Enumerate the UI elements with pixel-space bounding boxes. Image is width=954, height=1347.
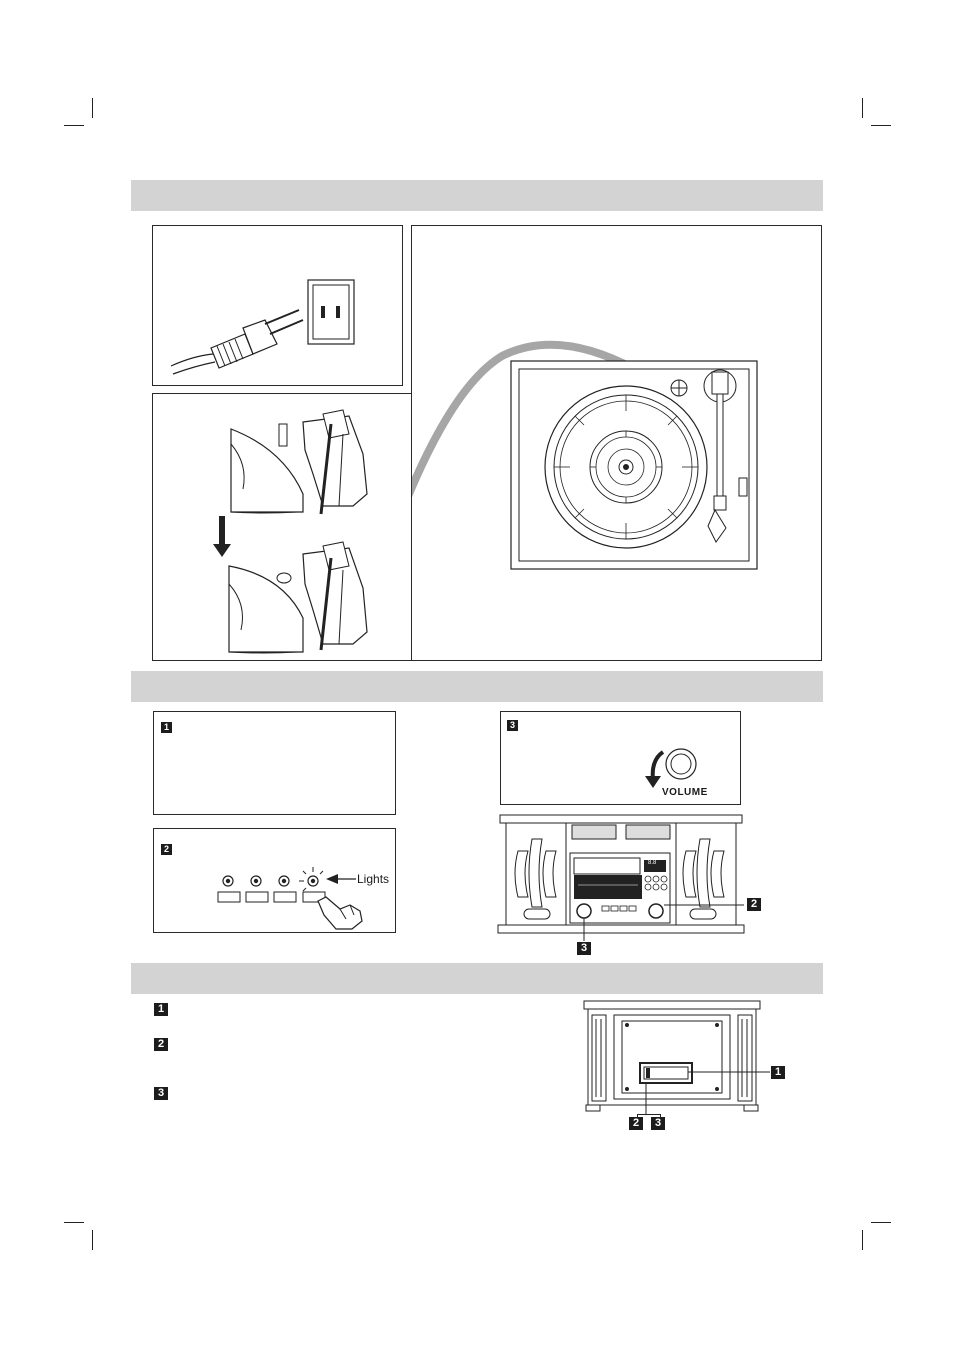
crop-mark-top-left-h bbox=[64, 125, 84, 126]
rear-callout-badge-3: 3 bbox=[651, 1117, 665, 1130]
power-plug-panel bbox=[152, 225, 403, 386]
list-badge-1: 1 bbox=[154, 1003, 168, 1016]
step-panel-2: 2 Lights bbox=[153, 828, 396, 933]
section-header-bar-2 bbox=[131, 671, 823, 702]
stylus-panel bbox=[152, 393, 412, 661]
crop-mark-top-left-v bbox=[92, 98, 93, 118]
crop-mark-bottom-left-h bbox=[64, 1222, 84, 1223]
crop-mark-top-right-v bbox=[862, 98, 863, 118]
crop-mark-bottom-right-h bbox=[871, 1222, 891, 1223]
volume-label: VOLUME bbox=[662, 787, 708, 798]
section-header-bar-3 bbox=[131, 963, 823, 994]
callout-badge-2: 2 bbox=[747, 898, 761, 911]
rear-callout-badge-2: 2 bbox=[629, 1117, 643, 1130]
step-badge-1: 1 bbox=[161, 722, 172, 733]
turntable-illustration bbox=[412, 226, 823, 662]
step-panel-3: 3 VOLUME bbox=[500, 711, 741, 805]
crop-mark-bottom-right-v bbox=[862, 1230, 863, 1250]
stylus-guard-illustration bbox=[153, 394, 413, 662]
rear-callout-badge-1: 1 bbox=[771, 1066, 785, 1079]
stereo-rear-illustration bbox=[584, 1001, 764, 1116]
stereo-front-illustration bbox=[498, 813, 758, 935]
section-header-bar-1 bbox=[131, 180, 823, 211]
power-plug-illustration bbox=[153, 226, 404, 387]
list-badge-3: 3 bbox=[154, 1087, 168, 1100]
list-badge-2: 2 bbox=[154, 1038, 168, 1051]
step-panel-1: 1 bbox=[153, 711, 396, 815]
turntable-panel bbox=[411, 225, 822, 661]
lights-label: Lights bbox=[357, 872, 389, 886]
callout-badge-3: 3 bbox=[577, 942, 591, 955]
device-display-readout: 8.8 bbox=[648, 860, 656, 866]
crop-mark-top-right-h bbox=[871, 125, 891, 126]
crop-mark-bottom-left-v bbox=[92, 1230, 93, 1250]
